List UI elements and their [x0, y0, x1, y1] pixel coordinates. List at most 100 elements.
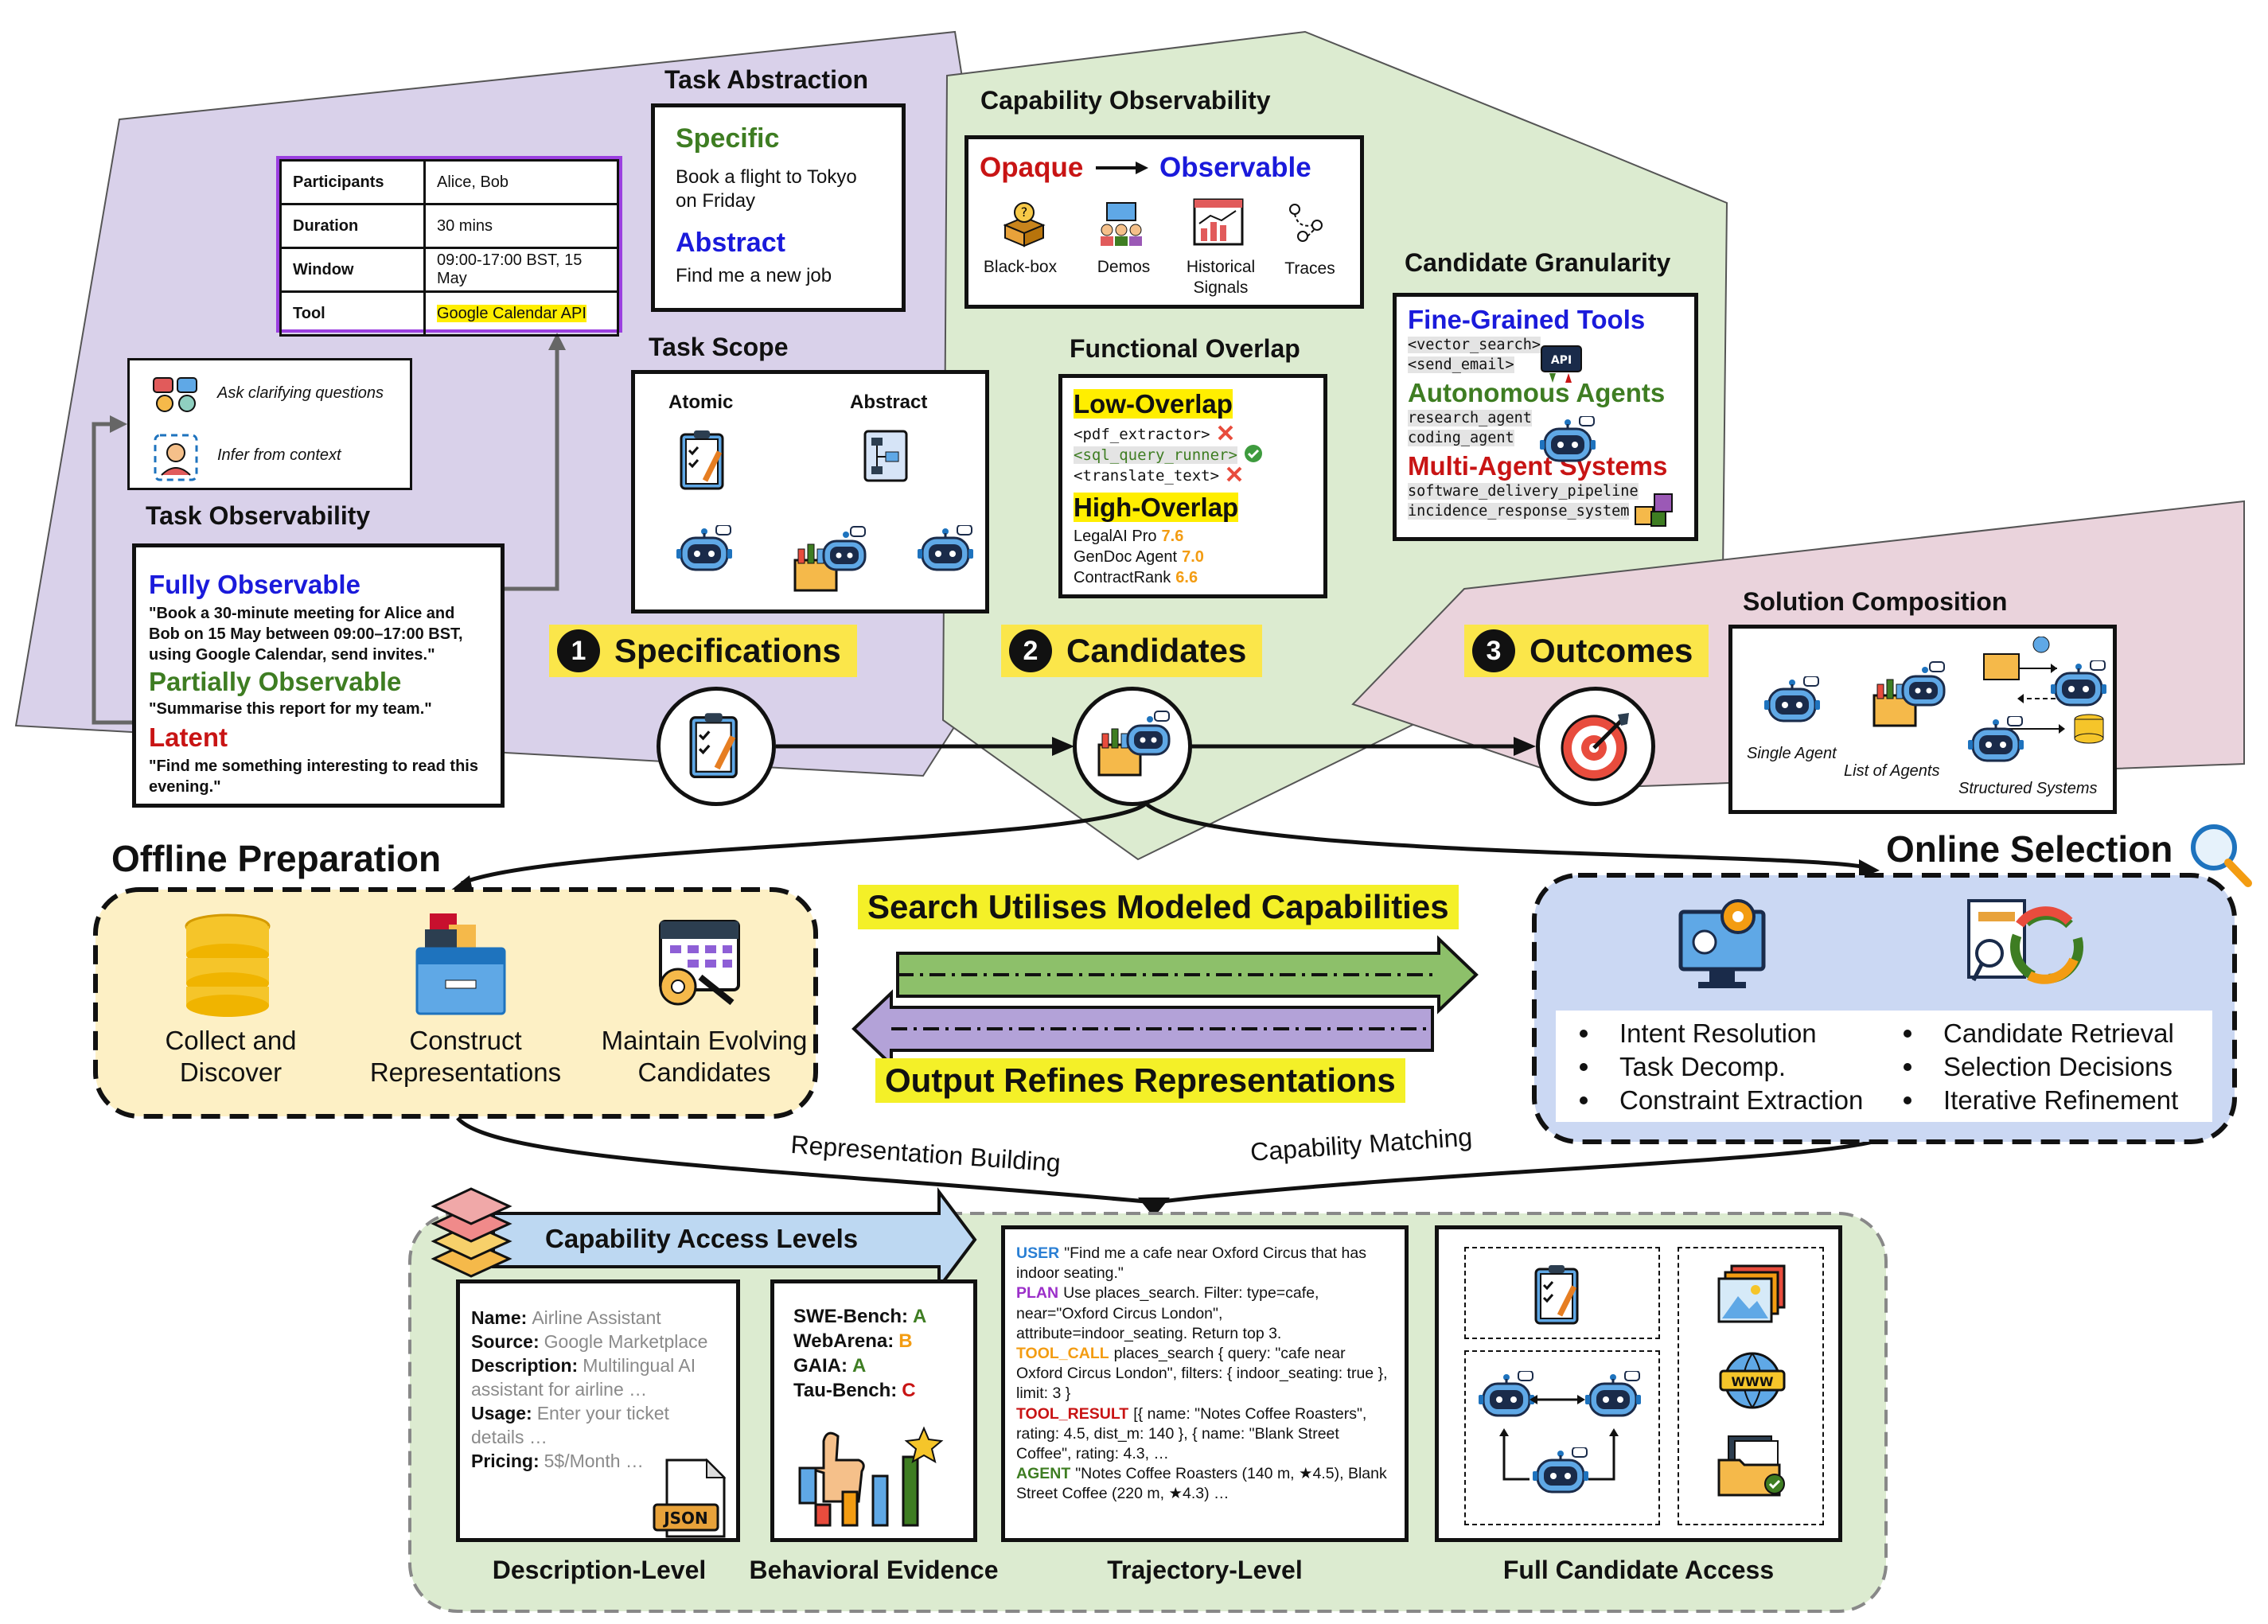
- field-value: Google Marketplace: [544, 1331, 708, 1352]
- field-value: 5$/Month …: [544, 1451, 644, 1471]
- functional-overlap-box: Low-Overlap <pdf_extractor><sql_query_ru…: [1058, 374, 1327, 598]
- bullet-text: Selection Decisions: [1943, 1052, 2173, 1081]
- autonomous-agents-label: Autonomous Agents: [1408, 378, 1666, 407]
- capability-observability-title: Capability Observability: [980, 86, 1271, 115]
- access-levels-arrow: [492, 1187, 977, 1292]
- trajectory-text: Use places_search. Filter: type=cafe, ne…: [1016, 1284, 1319, 1342]
- resources-subpanel: WWW: [1678, 1247, 1824, 1525]
- trajectory-tag: PLAN: [1016, 1284, 1059, 1303]
- step-outcomes: 3 Outcomes: [1464, 625, 1709, 677]
- full-candidate-access-box: WWW: [1435, 1225, 1842, 1542]
- layers-icon: [431, 1187, 512, 1278]
- cross-icon: [1217, 424, 1234, 446]
- task-scope-title: Task Scope: [649, 333, 789, 361]
- trajectory-lines: USER"Find me a cafe near Oxford Circus t…: [1016, 1244, 1395, 1505]
- trajectory-tag: USER: [1016, 1244, 1060, 1262]
- meeting-table-value-text: Google Calendar API: [437, 304, 586, 322]
- thumbs-chart-icon: [797, 1425, 948, 1532]
- output-banner: Output Refines Representations: [875, 1058, 1405, 1103]
- specifications-node: [657, 687, 776, 806]
- online-left-bullets: Intent Resolution Task Decomp. Constrain…: [1556, 1017, 1863, 1117]
- meeting-table-value: Google Calendar API: [423, 290, 619, 337]
- www-globe-icon: WWW: [1719, 1352, 1786, 1409]
- robot-with-tools-icon: [1869, 660, 1946, 734]
- historical-signals-label: Historical Signals: [1186, 258, 1256, 297]
- capability-observability-box: Opaque Observable ? Black-box Demos Hist…: [964, 135, 1364, 309]
- meeting-table-key: Duration: [279, 203, 426, 249]
- online-right-bullets: Candidate Retrieval Selection Decisions …: [1880, 1017, 2178, 1117]
- single-agent-label: Single Agent: [1747, 745, 1837, 762]
- trajectory-text: [{ name: "Notes Coffee Roasters", rating…: [1016, 1404, 1367, 1463]
- description-field: Usage:Enter your ticket details …: [471, 1401, 726, 1449]
- fully-observable-text: "Book a 30-minute meeting for Alice and …: [149, 605, 463, 664]
- step-label-text: Candidates: [1066, 632, 1247, 669]
- description-field: Source:Google Marketplace: [471, 1330, 726, 1353]
- partially-observable-text: "Summarise this report for my team.": [149, 700, 432, 718]
- file-drawer-icon: [414, 913, 508, 1021]
- traces-label: Traces: [1284, 259, 1335, 278]
- specific-label: Specific: [676, 123, 780, 154]
- step-number: 1: [557, 629, 600, 672]
- solution-composition-box: Single Agent List of Agents Structured S…: [1728, 625, 2117, 814]
- multi-agent-systems-label: Multi-Agent Systems: [1408, 451, 1668, 481]
- access-levels-title: Capability Access Levels: [545, 1224, 859, 1253]
- arrow-capability-matching: [1161, 1135, 1887, 1204]
- benchmark-name: SWE-Bench:: [793, 1306, 908, 1327]
- maintain-candidates-label: Maintain Evolving Candidates: [601, 1026, 808, 1087]
- bullet-item: Candidate Retrieval: [1880, 1017, 2178, 1050]
- solution-composition-title: Solution Composition: [1743, 587, 2008, 616]
- candidate-granularity-title: Candidate Granularity: [1405, 248, 1671, 277]
- bullet-text: Constraint Extraction: [1619, 1085, 1864, 1115]
- api-icon: API: [1540, 345, 1583, 388]
- svg-text:API: API: [1551, 354, 1572, 367]
- agent-score: 7.6: [1161, 528, 1184, 545]
- arrow-to-online: [1144, 802, 1867, 870]
- bullet-item: Constraint Extraction: [1556, 1084, 1863, 1117]
- meeting-table-key: Window: [279, 247, 426, 293]
- json-file-icon: JSON: [651, 1458, 731, 1544]
- robot-icon: [1764, 676, 1820, 731]
- low-overlap-item: <sql_query_runner>: [1074, 444, 1312, 465]
- robot-with-tools-icon: [1094, 710, 1171, 784]
- step-label-text: Outcomes: [1530, 632, 1693, 669]
- step-specifications: 1 Specifications: [549, 625, 857, 677]
- black-box-icon: ?: [1000, 201, 1048, 251]
- behavioral-evidence-caption: Behavioral Evidence: [749, 1556, 999, 1584]
- abstract-label: Abstract: [676, 228, 785, 258]
- bullet-text: Candidate Retrieval: [1943, 1018, 2174, 1048]
- candidate-row: <send_email>: [1408, 355, 1683, 375]
- meeting-table-key: Participants: [279, 159, 426, 205]
- outcomes-node: [1536, 687, 1655, 806]
- trajectory-text: "Notes Coffee Roasters (140 m, ★4.5), Bl…: [1016, 1465, 1387, 1503]
- field-key: Description:: [471, 1355, 579, 1376]
- benchmark-grade: A: [913, 1306, 927, 1327]
- monitor-gear-icon: [1678, 898, 1767, 997]
- field-value: Enter your ticket details …: [471, 1403, 669, 1447]
- arrow-right-icon: [1096, 160, 1148, 180]
- opaque-label: Opaque: [980, 152, 1084, 183]
- task-observability-title: Task Observability: [146, 501, 371, 530]
- candidate-item: coding_agent: [1408, 430, 1514, 446]
- clipboard-icon: [1534, 1265, 1579, 1325]
- robot-icon: [1533, 1447, 1588, 1502]
- bullet-item: Intent Resolution: [1556, 1017, 1863, 1050]
- bullet-text: Iterative Refinement: [1943, 1085, 2179, 1115]
- candidate-row: software_delivery_pipeline: [1408, 481, 1683, 501]
- meeting-table-value: 30 mins: [423, 203, 619, 249]
- trajectory-line: AGENT"Notes Coffee Roasters (140 m, ★4.5…: [1016, 1464, 1395, 1504]
- offline-preparation-title: Offline Preparation: [111, 838, 442, 879]
- trajectory-level-box: USER"Find me a cafe near Oxford Circus t…: [1001, 1225, 1409, 1542]
- historical-signals-icon: [1193, 198, 1244, 250]
- benchmark-row: Tau-Bench:C: [793, 1378, 965, 1403]
- meeting-table-value: 09:00-17:00 BST, 15 May: [423, 247, 619, 293]
- question-people-icon: [150, 376, 201, 423]
- benchmark-grade: A: [852, 1355, 867, 1377]
- description-level-caption: Description-Level: [492, 1556, 707, 1584]
